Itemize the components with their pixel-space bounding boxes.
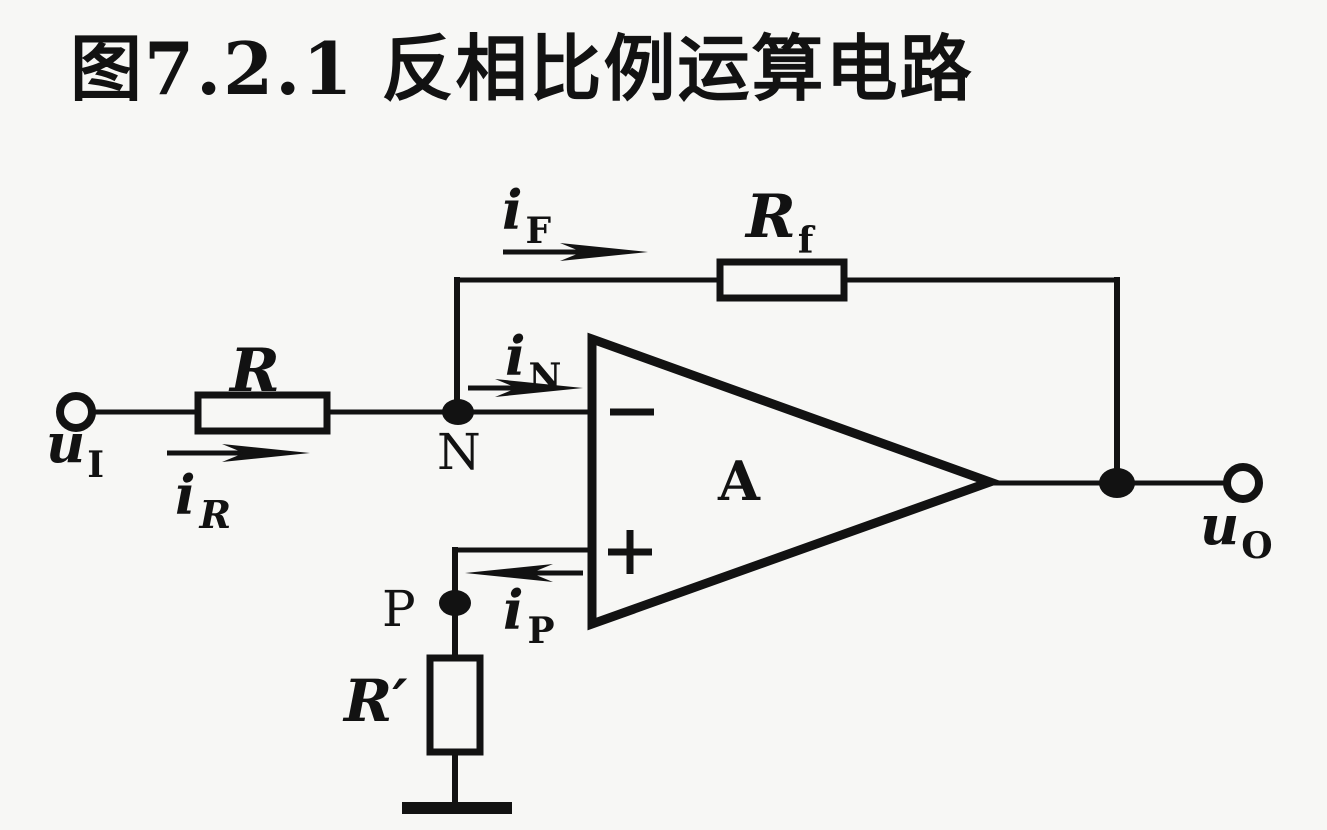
label-p: P (382, 580, 416, 638)
node-p-dot (439, 590, 471, 616)
figure-title: 图7.2.1 反相比例运算电路 (70, 26, 974, 111)
input-terminal-icon (56, 392, 96, 432)
label-n: N (437, 423, 481, 481)
opamp-gain-label: A (717, 449, 761, 513)
label-r: R (228, 336, 280, 406)
plus-sign-icon (608, 530, 652, 574)
node-n-dot (442, 399, 474, 425)
label-uo: uO (1200, 493, 1273, 567)
label-if: iF (502, 178, 552, 252)
label-in: iN (505, 324, 561, 398)
label-rf: Rf (744, 182, 816, 262)
label-rprime: R′ (342, 667, 408, 735)
resistor-rf-body (716, 258, 848, 302)
arrow-ip-icon (465, 564, 583, 582)
arrow-in-icon (468, 379, 583, 397)
output-terminal-icon (1223, 463, 1263, 503)
label-ui: uI (46, 411, 104, 486)
resistor-r-body (194, 391, 331, 435)
opamp-triangle (587, 332, 1004, 631)
output-junction-dot (1099, 468, 1135, 498)
resistor-rprime-body (426, 654, 484, 756)
arrow-if-icon (503, 243, 648, 261)
arrow-ir-icon (167, 444, 310, 462)
